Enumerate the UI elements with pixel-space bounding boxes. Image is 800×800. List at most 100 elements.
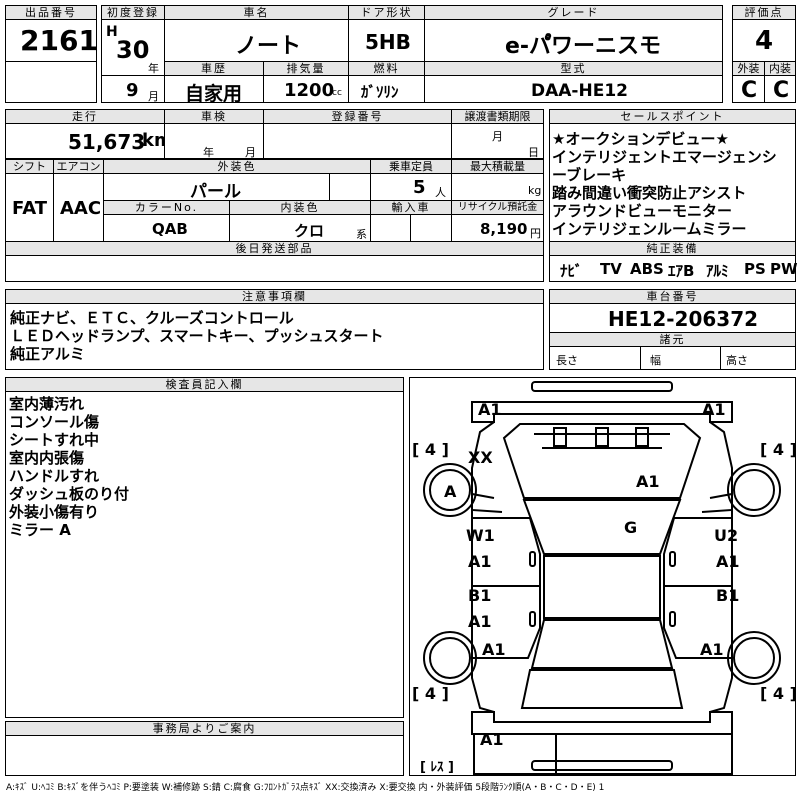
shift-cell: FAT	[5, 173, 54, 242]
displacement-cell: 1200 cc	[263, 75, 349, 103]
office-label: 事務局よりご案内	[5, 721, 404, 736]
mark-b1-right: B1	[716, 586, 740, 605]
sales-point-line: ★オークションデビュー★	[552, 130, 729, 148]
equip-navi: ﾅﾋﾞ	[560, 262, 583, 280]
mark-w1: W1	[466, 526, 495, 545]
sales-point-line: ーブレーキ	[552, 166, 627, 184]
int-color-cell: クロ 系	[229, 214, 371, 242]
equip-ps: PS	[744, 260, 766, 278]
grade: e-パ゚ワーニスモ	[505, 34, 662, 59]
color-sub-cell	[329, 173, 371, 201]
month: 9	[126, 80, 139, 101]
length-label: 長さ	[556, 354, 578, 367]
tire-depth-rr-value: 4	[772, 684, 785, 703]
mark-rear-right: A1	[700, 640, 724, 659]
reg-no-cell	[263, 123, 452, 159]
inspector-label: 検査員記入欄	[5, 377, 404, 392]
color: パール	[190, 182, 241, 202]
equip-alloy: ｱﾙﾐ	[706, 262, 729, 280]
later-parts-cell	[5, 255, 544, 282]
inspector-line: ミラー A	[9, 521, 71, 539]
tire-depth-fr-value: 4	[772, 440, 785, 459]
year: 30	[116, 36, 150, 64]
era: H	[106, 24, 118, 40]
tire-depth-rr: [ 4 ]	[760, 684, 797, 703]
type-cell: DAA-HE12	[424, 75, 723, 103]
chassis-label: 車台番号	[549, 289, 796, 304]
year-unit: 年	[148, 62, 159, 75]
inspector-line: ハンドルすれ	[9, 467, 100, 485]
inspection-year-unit: 年	[203, 146, 214, 159]
sales-points-cell: ★オークションデビュー★ インテリジェントエマージェンシ ーブレーキ 踏み間違い…	[549, 123, 796, 242]
mark-rear-left: A1	[482, 640, 506, 659]
chassis-cell: HE12-206372	[549, 303, 796, 333]
score-label: 評価点	[732, 5, 796, 20]
lot-no-label: 出品番号	[5, 5, 97, 20]
interior-cell: C	[764, 75, 796, 103]
mark-wheel-fl: A	[444, 482, 457, 501]
inspection-cell: 年 月	[164, 123, 264, 159]
mileage-cell: 51,673 km	[5, 123, 173, 159]
notes-cell: 純正ナビ、ＥＴＣ、クルーズコントロール ＬＥＤヘッドランプ、スマートキー、プッシ…	[5, 303, 544, 370]
door: 5HB	[365, 30, 411, 54]
car-outline-svg	[423, 381, 781, 775]
sales-points-list: ★オークションデビュー★ インテリジェントエマージェンシ ーブレーキ 踏み間違い…	[552, 130, 777, 238]
load-label: 最大積載量	[451, 159, 544, 174]
mark-bottom: A1	[480, 730, 504, 749]
equipment-label: 純正装備	[549, 241, 796, 256]
model-name-label: 車名	[164, 5, 349, 20]
capacity: 5	[413, 177, 426, 198]
recycle: 8,190	[480, 220, 528, 238]
mark-front-left: A1	[478, 400, 502, 419]
mark-xx: XX	[468, 448, 493, 467]
shift: FAT	[12, 198, 48, 219]
equip-airbag: ｴｱB	[668, 262, 695, 280]
later-parts-label: 後日発送部品	[5, 241, 544, 256]
transfer-label: 譲渡書類期限	[451, 109, 544, 124]
inspector-line: 室内薄汚れ	[9, 395, 85, 413]
office-cell	[5, 735, 404, 776]
score: 4	[755, 26, 774, 56]
door-cell: 5HB	[348, 19, 425, 62]
lot-no-cell: 2161	[5, 19, 98, 62]
notes-list: 純正ナビ、ＥＴＣ、クルーズコントロール ＬＥＤヘッドランプ、スマートキー、プッシ…	[10, 309, 384, 363]
recycle-unit: 円	[530, 227, 541, 240]
load-unit: kg	[528, 184, 542, 197]
tire-depth-rl-value: 4	[424, 684, 437, 703]
inspection-month-unit: 月	[245, 146, 256, 159]
inspector-line: 室内内張傷	[9, 449, 85, 467]
inspector-line: ダッシュ板のり付	[9, 485, 130, 503]
note-line: 純正アルミ	[10, 345, 85, 363]
capacity-unit: 人	[435, 186, 446, 199]
sales-points-label: セールスポイント	[549, 109, 796, 124]
inspector-line: シートすれ中	[9, 431, 100, 449]
note-line: ＬＥＤヘッドランプ、スマートキー、プッシュスタート	[10, 327, 384, 345]
width-label: 幅	[650, 354, 661, 367]
car-diagram: A1 A1 XX A1 A G W1 A1 U2 A1 B1 A1 B1 A1 …	[409, 377, 797, 776]
fuel: ｶﾞｿﾘﾝ	[361, 83, 399, 101]
shift-label: シフト	[5, 159, 54, 174]
color-no-cell: QAB	[103, 214, 230, 242]
history-cell: 自家用	[164, 75, 264, 105]
color-cell: パール	[103, 173, 371, 202]
interior-label: 内装	[764, 61, 796, 76]
history: 自家用	[185, 83, 243, 105]
mark-fl-door: A1	[468, 552, 492, 571]
transfer-cell: 月 日	[451, 123, 544, 159]
recycle-cell: 8,190 円	[451, 214, 544, 242]
grade-label: グレード	[424, 5, 723, 20]
note-line: 純正ナビ、ＥＴＣ、クルーズコントロール	[10, 309, 294, 327]
type: DAA-HE12	[531, 81, 628, 101]
lot-no-blank	[5, 61, 97, 103]
equip-pw: PW	[770, 260, 798, 278]
equipment-cell: ﾅﾋﾞ TV ABS ｴｱB ｱﾙﾐ PS PW	[549, 255, 798, 282]
inspector-line: 外装小傷有り	[9, 503, 100, 521]
model-name-cell: ノート	[164, 19, 349, 62]
history-label: 車歴	[164, 61, 264, 76]
spare-tire-value: ﾚｽ	[430, 760, 444, 775]
mark-rl-door: A1	[468, 612, 492, 631]
mark-b1-left: B1	[468, 586, 492, 605]
mileage-label: 走行	[5, 109, 165, 124]
tire-depth-rl: [ 4 ]	[412, 684, 449, 703]
tire-depth-fr: [ 4 ]	[760, 440, 797, 459]
